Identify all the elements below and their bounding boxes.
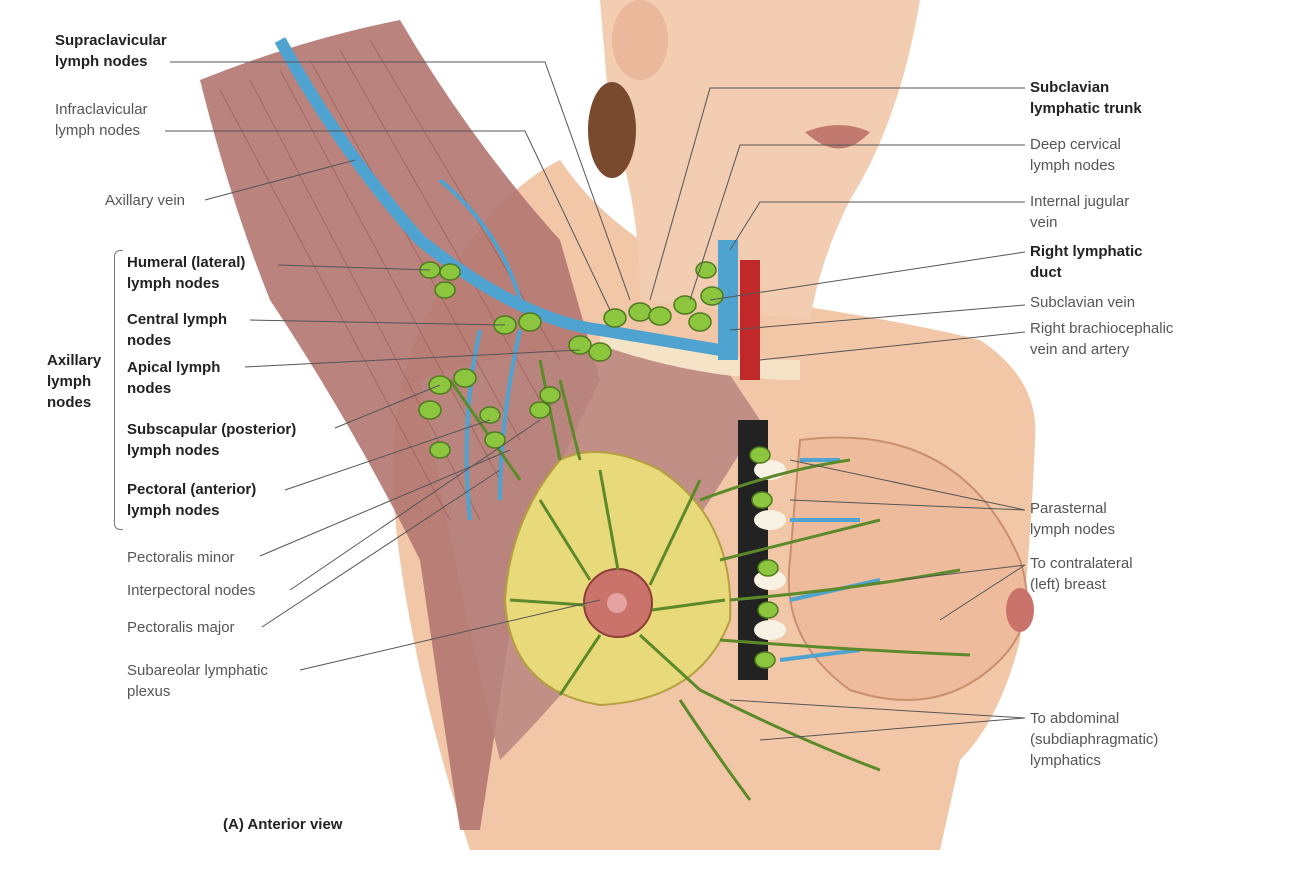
label-subscapular-lymph-nodes: Subscapular (posterior) lymph nodes — [127, 421, 297, 459]
label-infraclavicular-lymph-nodes: Infraclavicular lymph nodes — [55, 101, 148, 139]
label-subclavian-lymphatic-trunk: Subclavian lymphatic trunk — [1030, 79, 1142, 117]
lymphatic-vessels — [448, 359, 971, 801]
label-supraclavicular-lymph-nodes: Supraclavicular lymph nodes — [55, 32, 167, 70]
label-brachiocephalic-vessels: Right brachiocephalic vein and artery — [1030, 320, 1174, 358]
label-deep-cervical-lymph-nodes: Deep cervical lymph nodes — [1030, 136, 1121, 174]
leader-lines — [165, 61, 1026, 741]
label-central-lymph-nodes: Central lymph nodes — [127, 311, 228, 349]
axillary-group-brace — [114, 250, 123, 530]
label-right-lymphatic-duct: Right lymphatic duct — [1030, 243, 1143, 281]
hair-bun — [588, 82, 636, 178]
label-pectoralis-minor: Pectoralis minor — [127, 549, 235, 566]
nipple-right — [607, 593, 627, 613]
label-pectoral-lymph-nodes: Pectoral (anterior) lymph nodes — [127, 481, 257, 519]
label-apical-lymph-nodes: Apical lymph nodes — [127, 359, 221, 397]
lips — [805, 125, 870, 149]
neck — [600, 0, 920, 320]
label-axillary-vein: Axillary vein — [105, 192, 186, 209]
label-to-contralateral-breast: To contralateral (left) breast — [1030, 555, 1133, 593]
label-subareolar-plexus: Subareolar lymphatic plexus — [127, 662, 268, 700]
label-internal-jugular-vein: Internal jugular vein — [1030, 193, 1130, 231]
branch-veins — [438, 178, 881, 662]
label-parasternal-lymph-nodes: Parasternal lymph nodes — [1030, 500, 1116, 538]
label-to-abdominal-lymphatics: To abdominal (subdiaphragmatic) lymphati… — [1030, 710, 1159, 769]
label-pectoralis-major: Pectoralis major — [127, 619, 235, 636]
label-subclavian-vein: Subclavian vein — [1030, 294, 1136, 311]
label-humeral-lymph-nodes: Humeral (lateral) lymph nodes — [127, 254, 246, 292]
axillary-vein — [274, 37, 721, 356]
carotid-artery — [740, 260, 760, 380]
nipple — [1006, 588, 1034, 632]
label-interpectoral-nodes: Interpectoral nodes — [127, 582, 256, 599]
figure-caption: (A) Anterior view — [223, 816, 343, 833]
label-axillary-lymph-nodes: Axillary lymph nodes — [47, 352, 102, 411]
ear — [612, 0, 668, 80]
